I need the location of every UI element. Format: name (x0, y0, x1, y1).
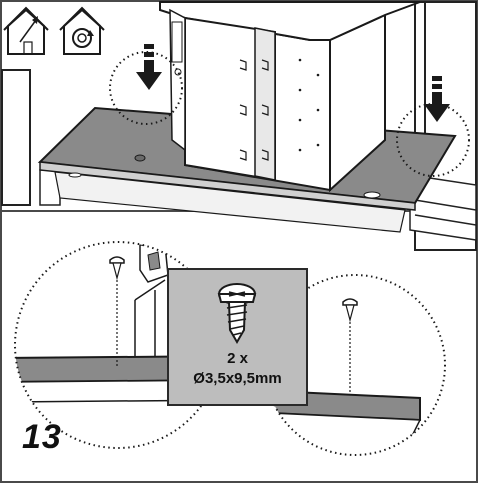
house-recirculation-icon (59, 6, 105, 55)
screw-quantity: 2 x (227, 350, 248, 367)
screw-callout: 2 x Ø3,5x9,5mm (167, 268, 308, 406)
detail-circle-right (396, 103, 470, 177)
left-cabinet (1, 69, 31, 206)
down-arrow-right-icon (424, 76, 450, 122)
detail-circle-left (109, 51, 183, 125)
screw-size: Ø3,5x9,5mm (193, 370, 282, 387)
screw-right-icon (342, 298, 358, 323)
step-number: 13 (22, 418, 62, 456)
down-arrow-left-icon (136, 44, 162, 90)
panel-edge (39, 161, 416, 211)
screw-icon (217, 283, 257, 344)
top-scene (1, 1, 477, 251)
house-chimney-icon (3, 6, 49, 55)
screw-left-icon (109, 256, 125, 281)
